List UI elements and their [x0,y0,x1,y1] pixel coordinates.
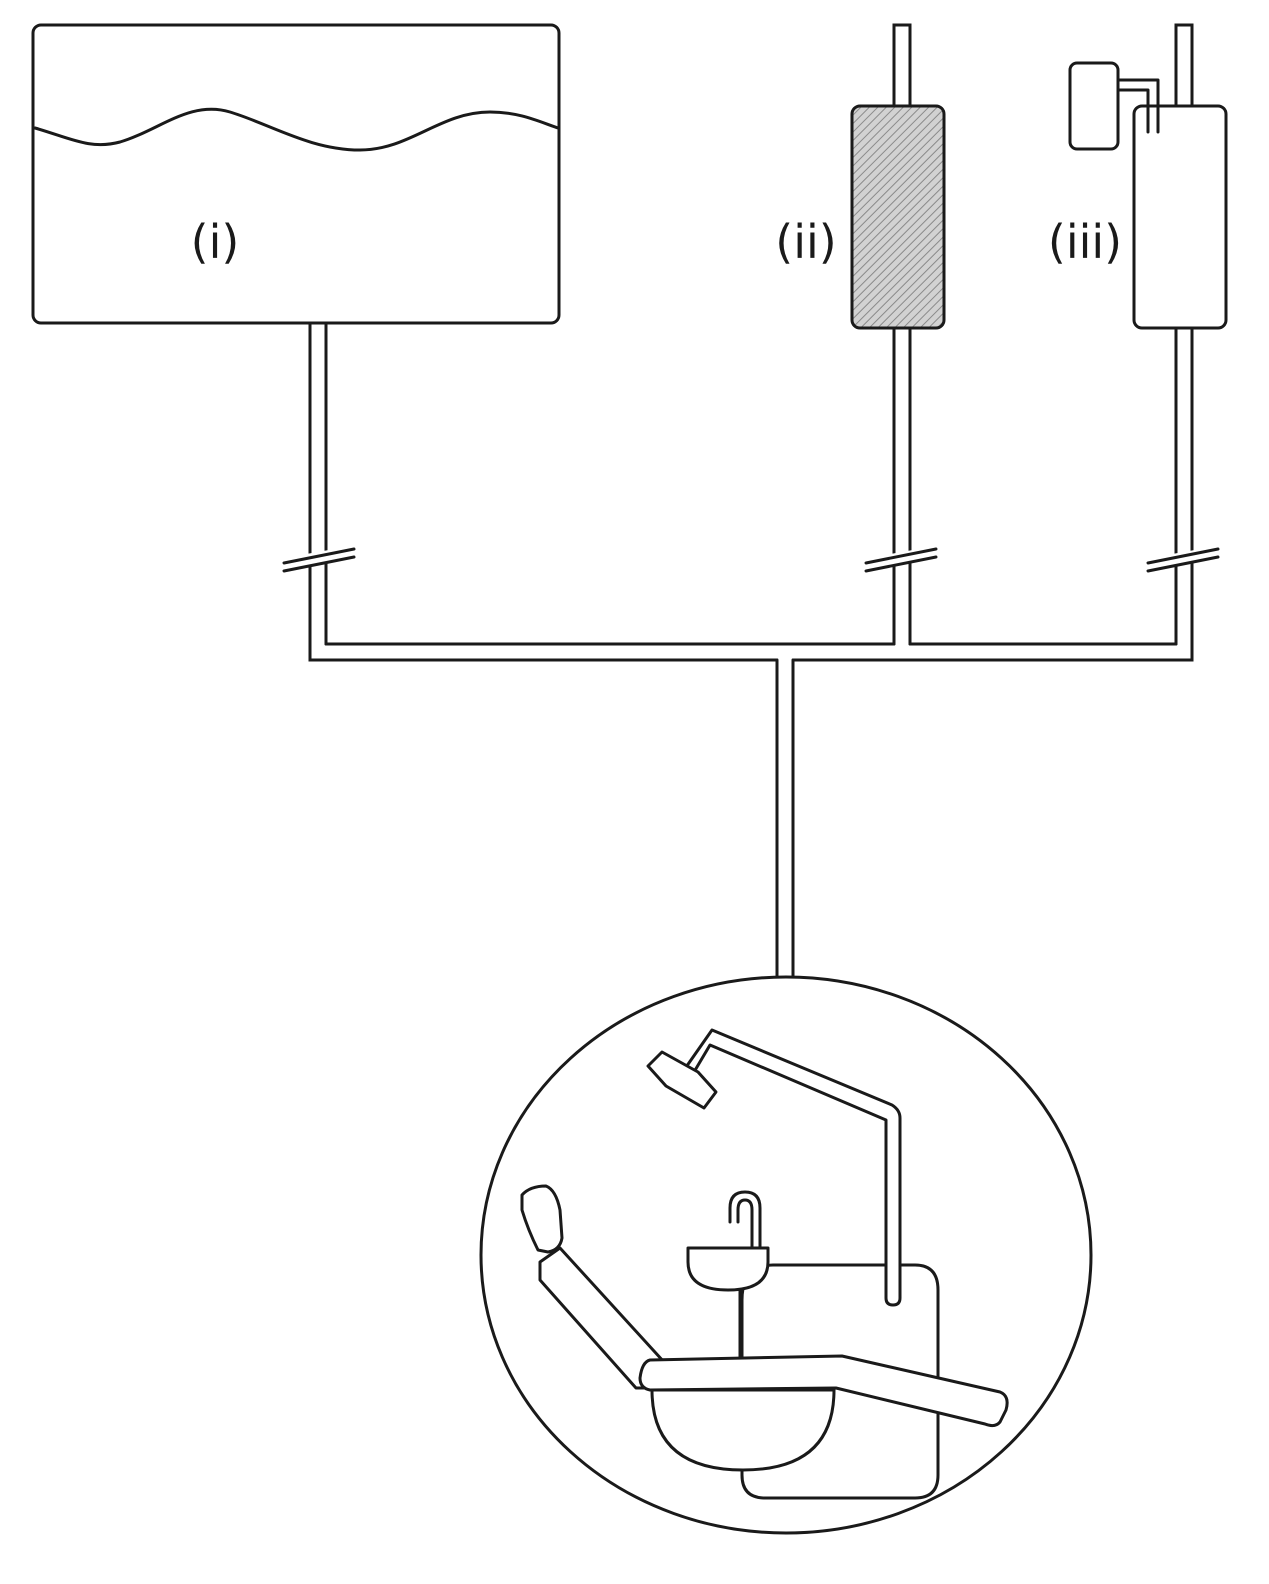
dosing-unit: (iii) [1048,61,1228,330]
label-dosing: (iii) [1048,215,1122,269]
water-tank: (i) [31,23,561,325]
pipe-network [308,23,1194,980]
label-filter: (ii) [775,215,836,269]
lamp-arm [682,1028,902,1307]
dosing-reservoir [1068,61,1120,151]
dental-lamp [646,1050,718,1110]
dosing-feed-line [1116,78,1160,134]
pipe-break-marks [282,547,1220,573]
break-mark-dosing [1146,547,1220,573]
water-surface [33,107,560,152]
faucet [728,1190,762,1250]
break-mark-tank [282,547,356,573]
pipe-dosing [1174,326,1194,662]
pipe-filter-top [892,23,912,110]
filter-cartridge: (ii) [775,104,946,330]
chair-base [650,1388,836,1472]
main-supply-pipe [775,658,795,980]
chair-seat [638,1354,1009,1428]
break-mark-filter [864,547,938,573]
spittoon [686,1246,770,1292]
pipe-tank [308,321,328,662]
label-tank: (i) [191,215,240,269]
dental-chair-inset [479,975,1093,1535]
chair-headrest [520,1184,564,1254]
pipe-dosing-top [1174,23,1194,110]
pipe-filter [892,326,912,662]
